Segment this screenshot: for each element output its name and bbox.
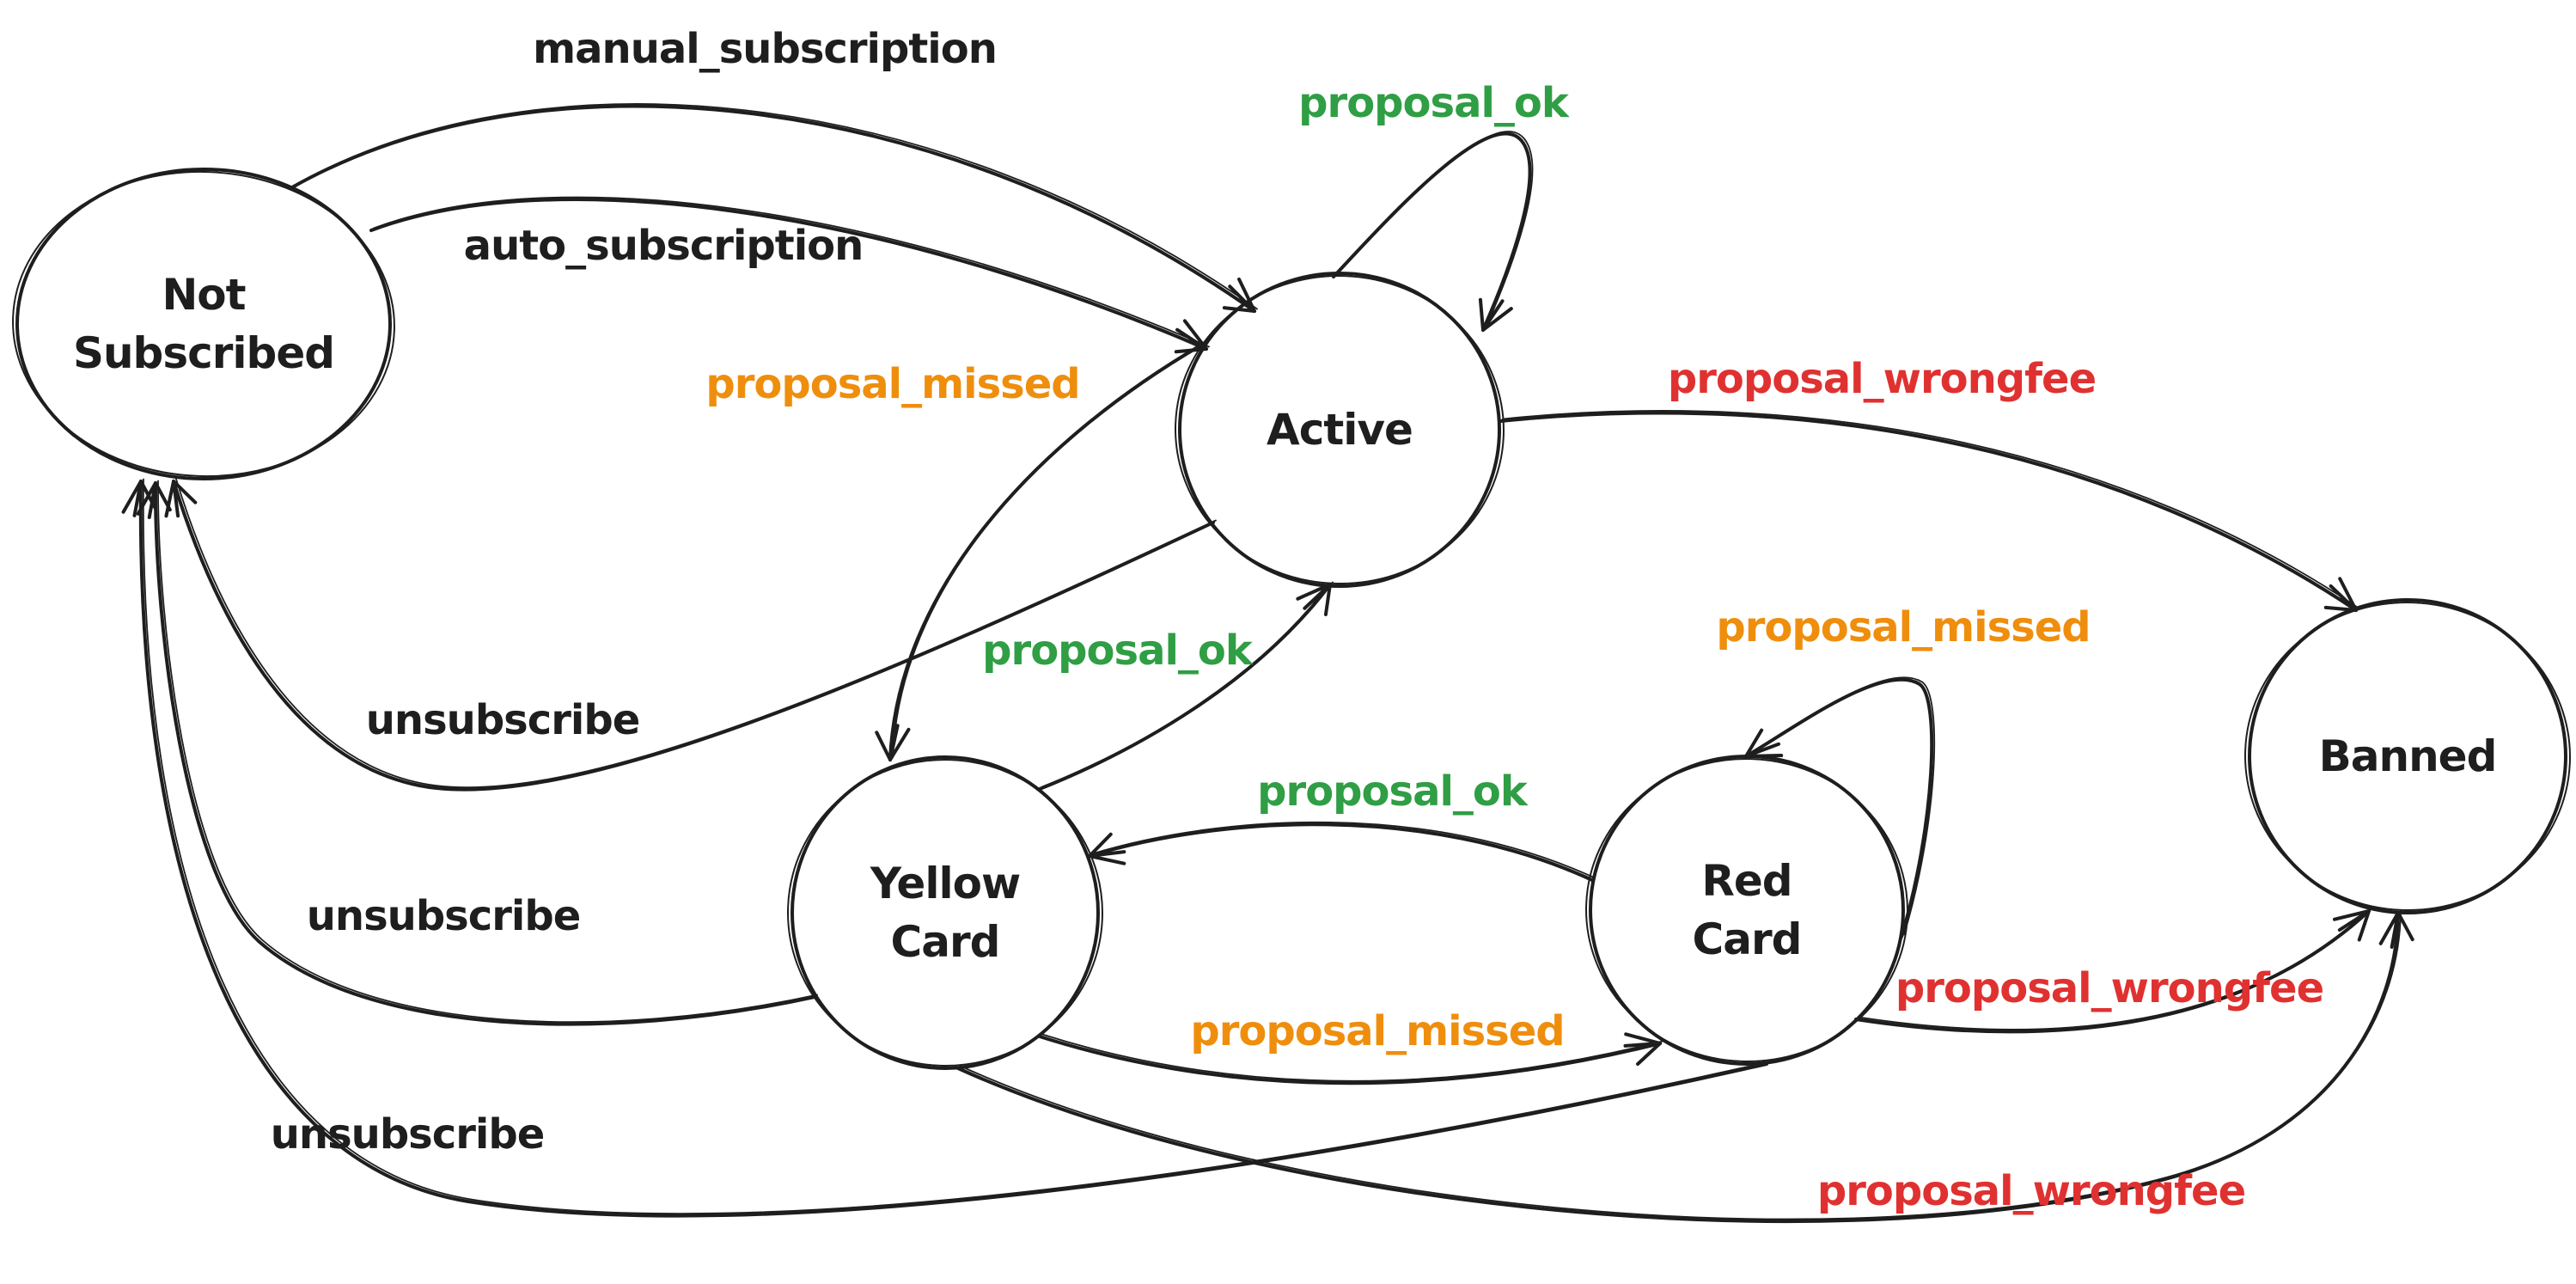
- transition-arrow-echo: [1858, 908, 2372, 1030]
- transition-proposal-ok-red-yellow: proposal_ok: [1088, 767, 1596, 882]
- transition-arrow-echo: [892, 339, 1210, 759]
- state-label-line: Not: [162, 270, 245, 320]
- transition-arrow-echo: [1335, 131, 1534, 329]
- transition-arrow-echo: [1041, 581, 1334, 788]
- transition-label-proposal-wrongfee-red: proposal_wrongfee: [1895, 964, 2323, 1012]
- state-label-line: Red: [1701, 856, 1792, 906]
- transition-arrow: [369, 198, 1208, 354]
- state-label-line: Yellow: [870, 859, 1020, 908]
- state-yellow-card: [787, 755, 1103, 1070]
- transition-arrow: [956, 911, 2414, 1223]
- transition-arrow-echo: [175, 478, 1217, 789]
- transition-label-proposal-missed-yellow-red: proposal_missed: [1190, 1007, 1564, 1055]
- transition-arrow: [290, 104, 1256, 313]
- transition-arrow-echo: [373, 196, 1210, 348]
- state-label-line: Active: [1267, 405, 1413, 455]
- state-label-line: Banned: [2319, 731, 2497, 781]
- transitions-layer: manual_subscriptionauto_subscriptionprop…: [121, 25, 2414, 1223]
- transition-proposal-wrongfee-red: proposal_wrongfee: [1854, 908, 2372, 1034]
- transition-label-proposal-wrongfee-active: proposal_wrongfee: [1668, 355, 2096, 403]
- transition-arrow: [121, 480, 1768, 1218]
- transition-label-proposal-ok-active-self: proposal_ok: [1298, 79, 1570, 127]
- transition-arrow: [1038, 1032, 1662, 1085]
- transition-label-unsubscribe-red: unsubscribe: [271, 1110, 545, 1159]
- transition-unsubscribe-yellow: unsubscribe: [136, 480, 818, 1026]
- transition-arrow-echo: [1091, 821, 1596, 879]
- transition-label-auto-subscription: auto_subscription: [464, 222, 864, 270]
- state-labels-layer: NotSubscribedActiveYellowCardRedCardBann…: [73, 270, 2498, 967]
- transition-label-proposal-wrongfee-yellow: proposal_wrongfee: [1817, 1167, 2245, 1215]
- transition-proposal-ok-active-self: proposal_ok: [1298, 79, 1571, 332]
- transition-proposal-wrongfee-yellow: proposal_wrongfee: [956, 909, 2414, 1223]
- transition-arrow-echo: [1502, 410, 2359, 609]
- transition-unsubscribe-active: unsubscribe: [164, 478, 1217, 792]
- state-label-line: Card: [1693, 914, 1802, 964]
- state-active: [1175, 272, 1505, 588]
- transition-manual-subscription: manual_subscription: [290, 25, 1258, 313]
- transition-proposal-missed-red-self: proposal_missed: [1716, 603, 2091, 939]
- transition-label-proposal-missed-red-self: proposal_missed: [1716, 603, 2090, 651]
- transition-label-unsubscribe-active: unsubscribe: [366, 696, 640, 744]
- transition-arrow: [1499, 411, 2358, 612]
- transition-label-unsubscribe-yellow: unsubscribe: [307, 892, 581, 940]
- transition-label-proposal-missed-to-yellow: proposal_missed: [705, 360, 1079, 408]
- transition-auto-subscription: auto_subscription: [369, 196, 1210, 354]
- state-label-active: Active: [1267, 405, 1413, 455]
- transition-arrow-echo: [1041, 1033, 1663, 1082]
- transition-arrow: [1038, 583, 1332, 791]
- state-label-line: Subscribed: [73, 328, 334, 378]
- states-layer: [12, 168, 2571, 1070]
- transition-proposal-missed-yellow-red: proposal_missed: [1038, 1007, 1663, 1085]
- state-label-line: Card: [891, 917, 1000, 967]
- state-not-subscribed: [12, 168, 395, 480]
- transition-arrow: [1088, 822, 1594, 882]
- transition-label-proposal-ok-red-yellow: proposal_ok: [1257, 767, 1529, 816]
- transition-arrow-echo: [1748, 676, 1936, 936]
- state-label-banned: Banned: [2319, 731, 2498, 781]
- transition-proposal-ok-yellow-active: proposal_ok: [982, 581, 1334, 791]
- transition-proposal-wrongfee-active: proposal_wrongfee: [1499, 355, 2359, 612]
- transition-arrow-echo: [157, 480, 818, 1023]
- transition-proposal-missed-to-yellow: proposal_missed: [705, 339, 1210, 761]
- transition-arrow-echo: [294, 103, 1258, 310]
- transition-arrow-echo: [142, 478, 1770, 1214]
- transition-arrow: [164, 480, 1215, 792]
- transition-label-proposal-ok-yellow-active: proposal_ok: [982, 627, 1254, 675]
- transition-unsubscribe-red: unsubscribe: [121, 478, 1770, 1218]
- transition-label-manual-subscription: manual_subscription: [533, 25, 997, 73]
- transition-arrow-echo: [960, 909, 2402, 1220]
- transition-arrow: [136, 481, 816, 1026]
